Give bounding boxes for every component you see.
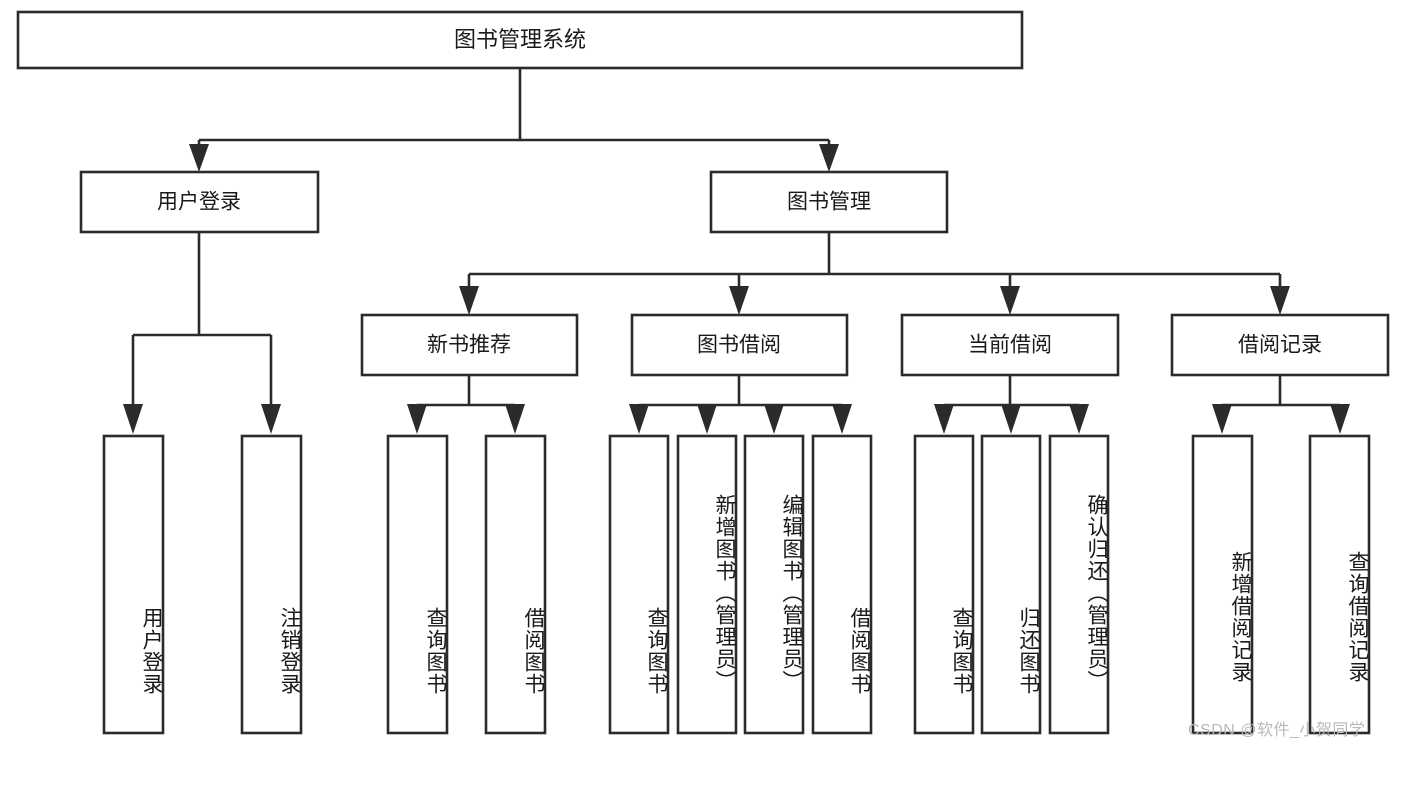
arrow-head-book-manage <box>819 144 839 172</box>
arrow-head-leaf-logout <box>261 404 281 434</box>
node-user-login-label: 用户登录 <box>157 191 241 214</box>
leaf-query-book-borrow-box[interactable] <box>608 434 670 735</box>
arrow-head-leaf-query-book-rec <box>407 404 427 434</box>
leaf-query-record-box[interactable] <box>1308 434 1371 735</box>
leaf-confirm-return-box[interactable] <box>1048 434 1110 735</box>
node-current-borrow-box[interactable] <box>900 313 1120 377</box>
arrow-head-book-borrow <box>729 286 749 315</box>
leaf-logout-box[interactable] <box>240 434 303 735</box>
arrow-head-user-login <box>189 144 209 172</box>
edges-group <box>123 68 1350 434</box>
flowchart-diagram: 图书管理系统 用户登录 图书管理 新书推荐 图书借阅 当前借阅 借阅记录 <box>16 10 1390 739</box>
arrow-head-new-book-rec <box>459 286 479 315</box>
leaf-edit-book-box[interactable] <box>743 434 805 735</box>
arrow-head-leaf-confirm-return <box>1069 404 1089 434</box>
arrow-head-leaf-query-record <box>1330 404 1350 434</box>
csdn-watermark: CSDN @软件_小贺同学 <box>1188 722 1366 739</box>
arrow-head-current-borrow <box>1000 286 1020 315</box>
node-user-login-box[interactable] <box>79 170 320 234</box>
node-new-book-rec-label: 新书推荐 <box>427 334 511 357</box>
node-root-box[interactable] <box>16 10 1024 70</box>
leaf-user-login-box[interactable] <box>102 434 165 735</box>
leaf-add-record-box[interactable] <box>1191 434 1254 735</box>
node-borrow-record-box[interactable] <box>1170 313 1390 377</box>
node-book-manage-label: 图书管理 <box>787 191 871 214</box>
arrow-head-leaf-borrow-book <box>832 404 852 434</box>
node-borrow-record-label: 借阅记录 <box>1238 334 1322 357</box>
leaf-borrow-book-rec-box[interactable] <box>484 434 547 735</box>
arrow-head-leaf-return-book <box>1001 404 1021 434</box>
leaf-add-book-box[interactable] <box>676 434 738 735</box>
arrow-head-leaf-add-record <box>1212 404 1232 434</box>
leaf-borrow-book-box[interactable] <box>811 434 873 735</box>
leaf-return-book-box[interactable] <box>980 434 1042 735</box>
arrow-head-leaf-borrow-book-rec <box>505 404 525 434</box>
flowchart-canvas: 图书管理系统 用户登录 图书管理 新书推荐 图书借阅 当前借阅 借阅记录 <box>16 10 1390 735</box>
node-book-borrow-box[interactable] <box>630 313 849 377</box>
arrow-head-leaf-query-book-borrow <box>629 404 649 434</box>
nodes-group: 图书管理系统 用户登录 图书管理 新书推荐 图书借阅 当前借阅 借阅记录 <box>16 10 1390 735</box>
leaf-query-book-current-box[interactable] <box>913 434 975 735</box>
node-new-book-rec-box[interactable] <box>360 313 579 377</box>
node-book-borrow-label: 图书借阅 <box>697 334 781 357</box>
arrow-head-leaf-query-book-current <box>934 404 954 434</box>
node-current-borrow-label: 当前借阅 <box>968 334 1052 357</box>
arrow-head-leaf-edit-book <box>764 404 784 434</box>
node-root-label: 图书管理系统 <box>454 27 586 52</box>
node-book-manage-box[interactable] <box>709 170 949 234</box>
arrow-head-borrow-record <box>1270 286 1290 315</box>
leaf-query-book-rec-box[interactable] <box>386 434 449 735</box>
arrow-head-leaf-add-book <box>697 404 717 434</box>
arrow-head-leaf-user-login <box>123 404 143 434</box>
